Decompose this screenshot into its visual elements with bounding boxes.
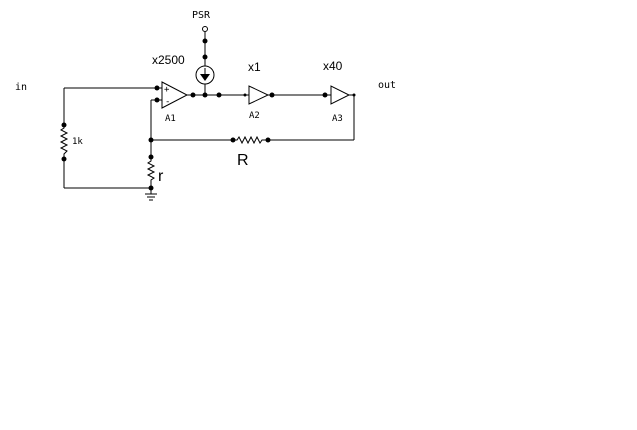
ground-symbol xyxy=(145,193,157,201)
current-source xyxy=(195,65,215,85)
a1-gain-label: x2500 xyxy=(152,53,185,67)
a1-label: A1 xyxy=(165,114,176,124)
a3-gain-label: x40 xyxy=(323,59,343,73)
psr-label: PSR xyxy=(192,10,211,21)
psr-terminal xyxy=(202,26,208,32)
junction-dots xyxy=(61,38,356,191)
resistor-r-label: r xyxy=(158,168,164,185)
resistor-1k xyxy=(59,125,69,159)
a2-gain-label: x1 xyxy=(248,60,261,74)
buffer-a2 xyxy=(248,85,270,105)
amp-a3 xyxy=(330,85,351,105)
output-label: out xyxy=(378,80,396,91)
wires xyxy=(63,32,355,194)
opamp-a1 xyxy=(161,81,189,109)
a1-minus-sign: - xyxy=(165,97,170,107)
a1-plus-sign: + xyxy=(164,85,170,95)
resistor-R-label: R xyxy=(237,152,249,169)
input-label: in xyxy=(15,82,27,93)
a3-label: A3 xyxy=(332,114,343,124)
resistor-r xyxy=(146,157,156,188)
a2-label: A2 xyxy=(249,111,260,121)
resistor-R xyxy=(233,135,268,145)
resistor-1k-label: 1k xyxy=(72,137,83,147)
